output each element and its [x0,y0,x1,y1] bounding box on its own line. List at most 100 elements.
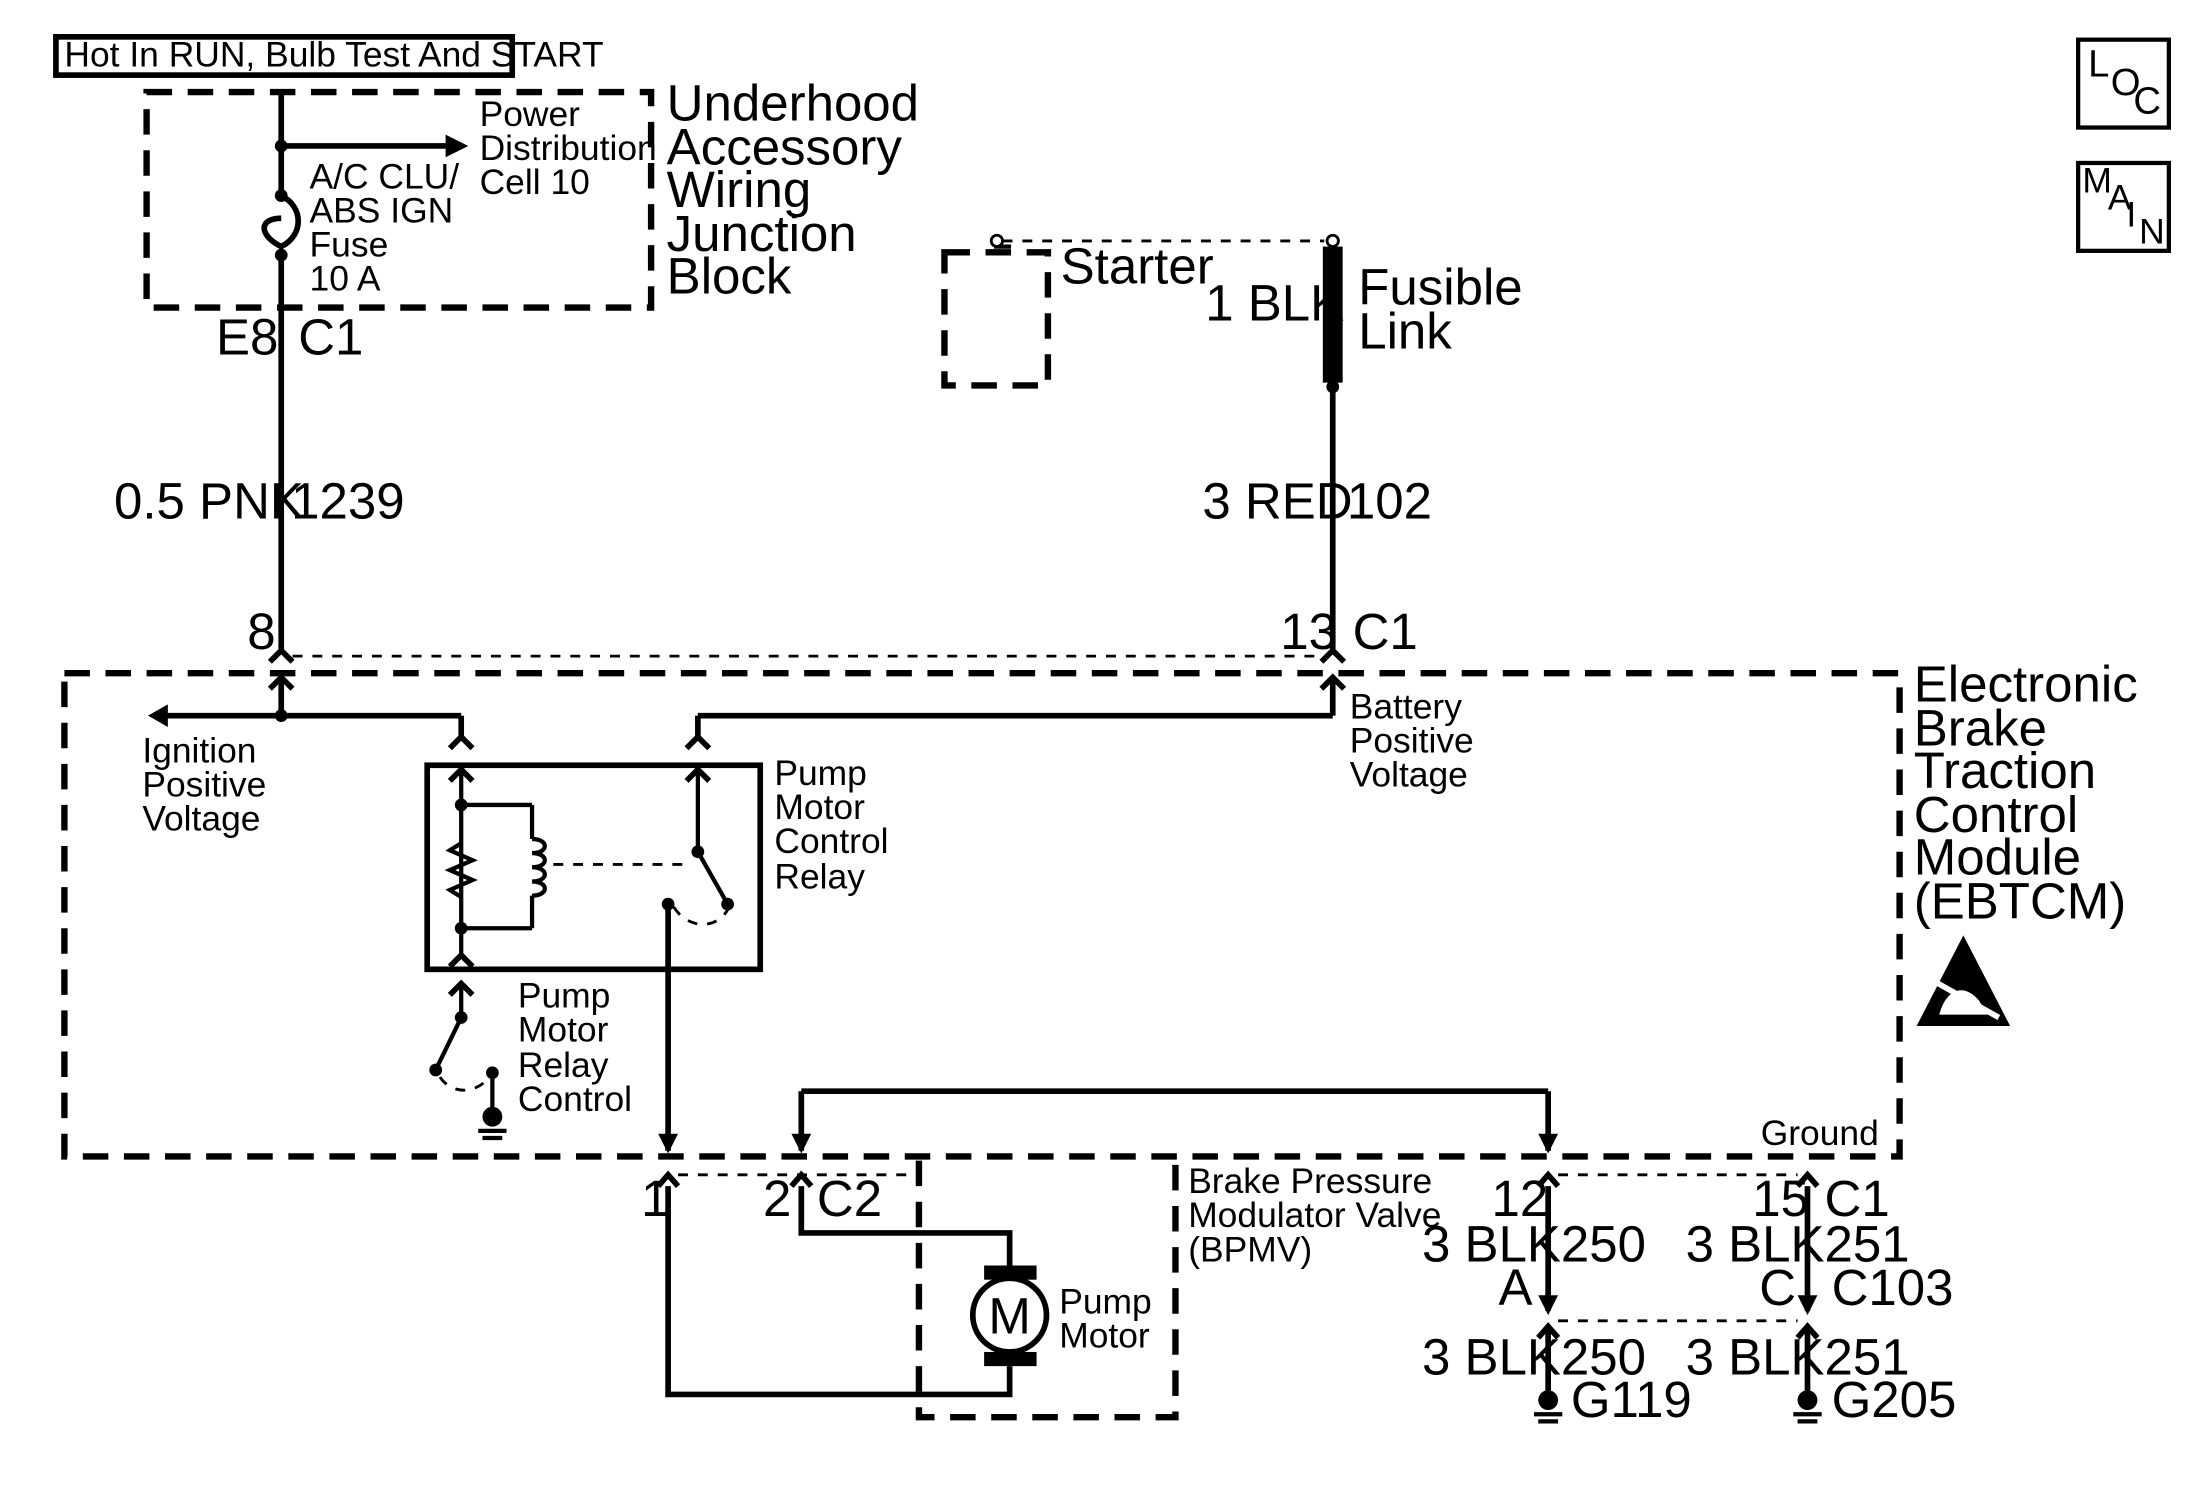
loc-button-letter: C [2133,79,2161,122]
junction-block-title: Block [667,247,792,304]
connector-pin-label: 15 [1752,1170,1809,1227]
connector-label: C103 [1832,1259,1954,1316]
fuse-icon [261,193,301,250]
connector-terminal-icon [789,1170,814,1189]
pump-motor-label: Pump [1059,1282,1152,1322]
switch-contact [721,897,734,911]
arrow-down-icon [791,1133,812,1154]
fusible-link-label: Fusible [1358,259,1522,316]
main-button-letter: A [2108,178,2132,218]
ebtcm-title: Module [1914,828,2081,885]
wire-color-label: 3 BLK [1422,1215,1561,1272]
pump-motor-control-relay [424,762,764,1154]
connector-terminal-icon [267,646,295,664]
fusible-link-label: Link [1358,303,1452,360]
connector-pin-label: 8 [247,603,275,660]
connector-terminal-icon [1536,1170,1561,1189]
arrow-down-icon [1797,1295,1818,1316]
main-button-letter: I [2126,195,2136,235]
switch-contact [429,1063,443,1077]
ignition-wire: 0.5 PNK 1239 8 [114,255,405,664]
loc-button[interactable]: L O C [2076,37,2171,130]
relay-control-label: Motor [518,1010,609,1050]
starter-label: Starter [1061,237,1214,294]
wire-circuit-label: 251 [1824,1215,1909,1272]
relay-control-switch [429,979,507,1141]
bpmv-housing [915,1160,1179,1421]
ebtcm-title: Control [1914,786,2078,843]
power-dist-label: Power [480,94,581,134]
pump-motor-wire [665,1186,1013,1398]
connector-pin-label: 13 [1280,603,1337,660]
wire-circuit-label: 102 [1347,473,1432,530]
relay-control-label: Control [518,1079,632,1119]
bat-voltage-label: Battery [1350,686,1462,726]
ign-voltage-label: Ignition [142,730,256,770]
arrow-left-icon [148,704,168,727]
resistor-icon [444,841,478,899]
bpmv: 1 2 C2 M Pump Motor Brake Pressure Modul… [641,1160,1441,1421]
splice-dot [274,139,288,153]
connector-label: C1 [1353,603,1418,660]
wire-color-label: 3 RED [1202,473,1352,530]
ebtcm-title: (EBTCM) [1914,872,2126,929]
connector-terminal-icon [1319,646,1347,664]
power-dist-label: Distribution [480,128,657,168]
relay-terminal-icon [447,951,475,969]
bpmv-title: (BPMV) [1188,1229,1312,1269]
fuse-label: ABS IGN [310,190,454,230]
relay-switch-blade [696,850,730,906]
bpmv-title: Modulator Valve [1188,1195,1441,1235]
pump-motor-wire [798,1186,1013,1266]
coil-icon [531,836,547,898]
relay-terminal-icon [447,979,475,997]
power-dist-label: Cell 10 [480,162,590,202]
arrow-right-icon [445,134,469,158]
pump-motor-icon: M [969,1265,1050,1367]
connector-terminal-icon [656,1170,681,1189]
connector-label: C2 [817,1170,882,1227]
ground-icon [482,1106,503,1127]
ign-voltage-label: Positive [142,764,266,804]
wire-circuit-label: 1239 [291,473,404,530]
pump-motor-label: Motor [1059,1316,1150,1356]
ground-icon [1538,1390,1559,1411]
wire-color-label: 3 BLK [1422,1329,1561,1386]
relay-label: Relay [774,857,865,897]
connector-pin-label: 1 [641,1170,669,1227]
ebtcm-title: Electronic [1914,655,2138,712]
relay-label: Motor [774,787,865,827]
switch-travel-arc [438,1076,488,1092]
relay-label: Pump [774,753,867,793]
main-button-letter: M [2082,161,2112,201]
c103-pin-label: C [1759,1259,1796,1316]
relay-control-label: Relay [518,1045,609,1085]
loc-button-letter: O [2111,61,2141,104]
c103-pin-label: A [1499,1259,1533,1316]
ground-circuits: 12 3 BLK 250 A 3 BLK 250 G119 15 C1 3 BL… [1422,1170,1956,1428]
switch-travel-arc [672,906,729,926]
motor-symbol: M [988,1288,1030,1345]
connector-pin-label: 12 [1491,1170,1548,1227]
fusible-terminal [1325,233,1340,248]
main-button[interactable]: M A I N [2076,161,2171,253]
fuse-label: A/C CLU/ [310,156,460,196]
ign-voltage-label: Voltage [142,798,260,838]
junction-block-title: Junction [667,205,857,262]
bat-voltage-label: Positive [1350,721,1474,761]
wire-color-label: 0.5 PNK [114,473,304,530]
loc-button-letter: L [2088,43,2109,86]
connector-pin-label: 2 [763,1170,791,1227]
ground-id-label: G205 [1832,1371,1957,1428]
junction-block-title: Accessory [667,118,903,175]
junction-block-title: Underhood [667,74,919,131]
ebtcm-module: Electronic Brake Traction Control Module… [61,655,2138,1160]
ground-id-label: G119 [1571,1371,1692,1428]
power-label: Hot In RUN, Bulb Test And START [64,35,603,75]
ebtcm-title: Traction [1914,742,2096,799]
main-button-letter: N [2139,212,2165,252]
fusible-link-icon [1322,246,1343,383]
input-terminal-icon [447,732,475,751]
wire-circuit-label: 250 [1561,1215,1646,1272]
